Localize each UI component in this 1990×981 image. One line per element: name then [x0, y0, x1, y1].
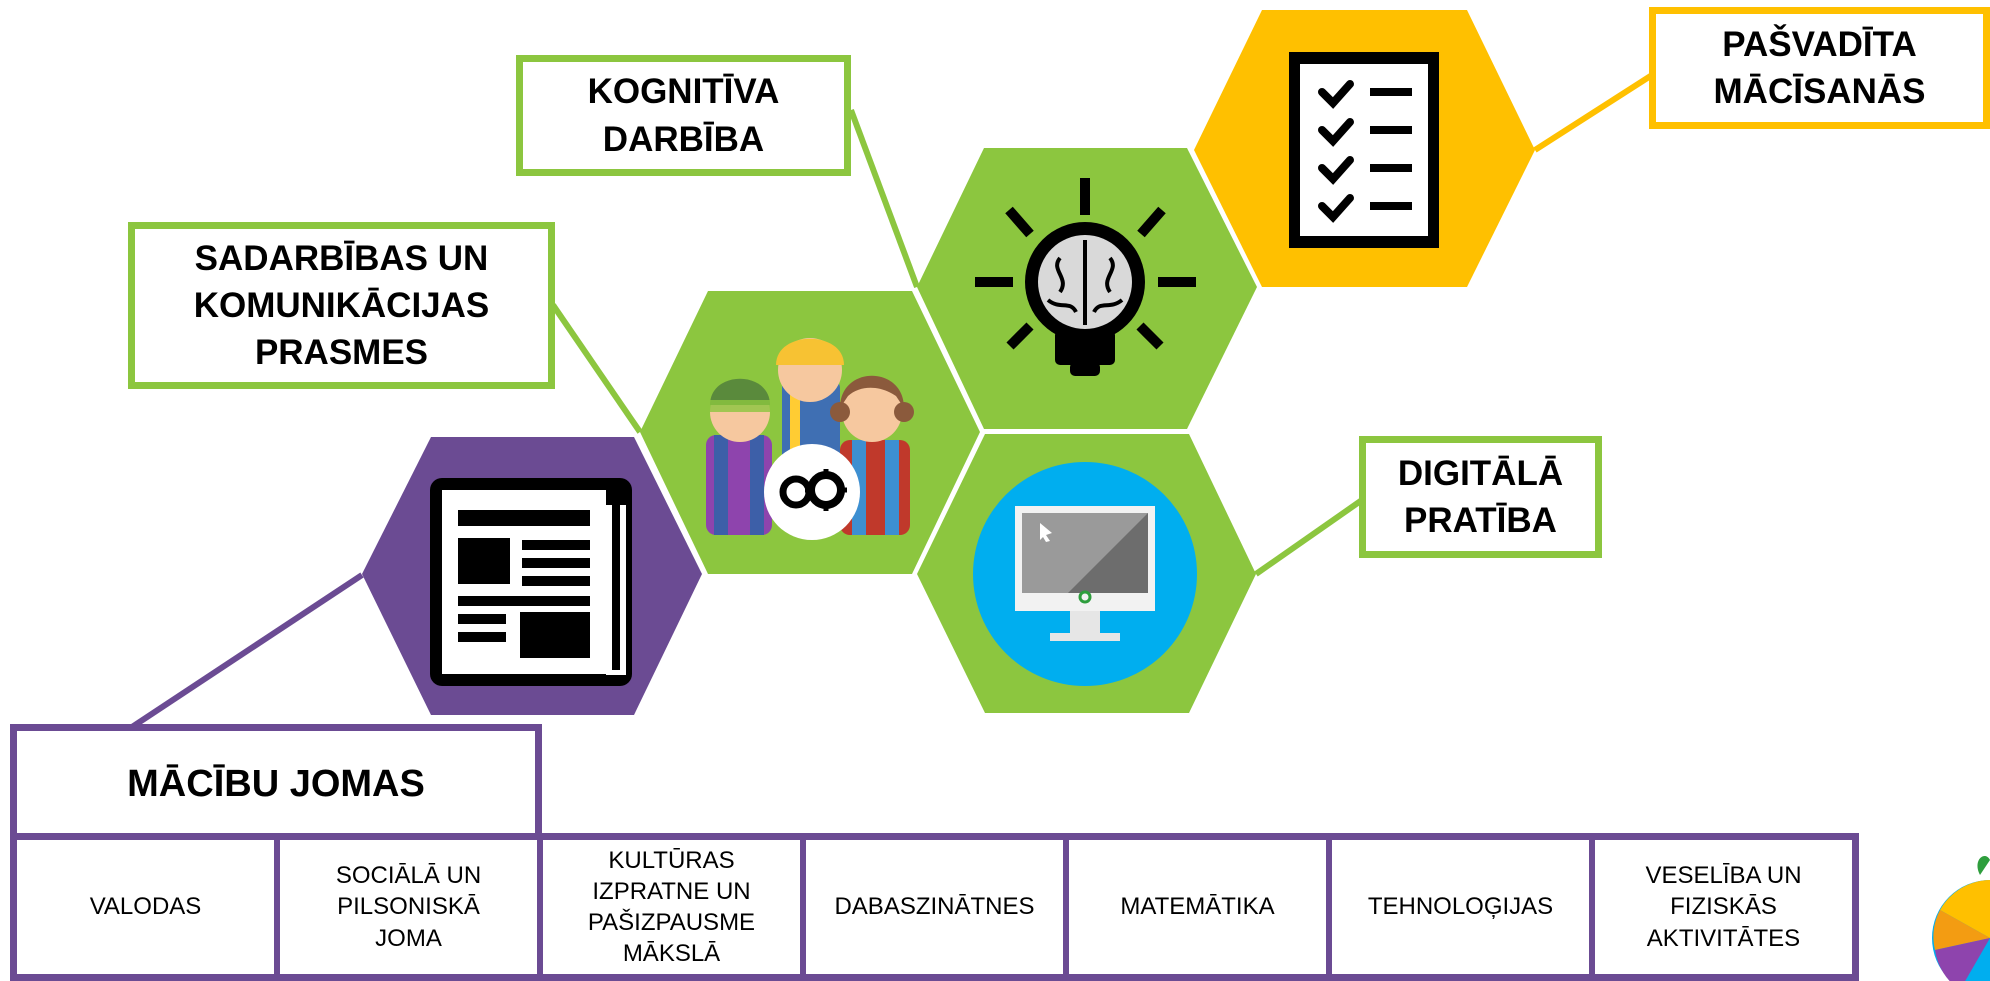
label-line: KOGNITĪVA — [587, 72, 780, 112]
subject-line: KULTŪRAS — [608, 846, 735, 874]
connector-learning-areas — [130, 572, 364, 730]
newspaper-icon — [430, 478, 632, 686]
subject-cell: VESELĪBA UN FIZISKĀS AKTIVITĀTES — [1589, 840, 1852, 974]
subject-cell: MATEMĀTIKA — [1063, 840, 1326, 974]
checklist-icon — [1289, 52, 1439, 248]
subject-line: AKTIVITĀTES — [1646, 924, 1801, 952]
subject-cell: VALODAS — [17, 840, 274, 974]
label-line: PRATĪBA — [1404, 501, 1557, 540]
label-line: DARBĪBA — [602, 119, 765, 159]
subject-cell: SOCIĀLĀ UN PILSONISKĀ JOMA — [274, 840, 537, 974]
connector-collaboration — [550, 303, 643, 434]
subjects-table: VALODAS SOCIĀLĀ UN PILSONISKĀ JOMA KULTŪ… — [10, 833, 1859, 981]
label-line: PAŠVADĪTA — [1722, 24, 1917, 64]
subject-cell: KULTŪRAS IZPRATNE UN PAŠIZPAUSME MĀKSLĀ — [537, 840, 800, 974]
connector-cognitive — [848, 108, 920, 289]
subject-line: IZPRATNE UN — [592, 877, 751, 905]
computer-monitor-icon — [973, 462, 1197, 686]
subject-line: MĀKSLĀ — [622, 940, 721, 968]
label-line: PRASMES — [254, 333, 429, 373]
label-line: SADARBĪBAS UN — [194, 238, 489, 278]
subject-line: JOMA — [375, 924, 442, 952]
subject-cell: TEHNOLOĢIJAS — [1326, 840, 1589, 974]
label-self-directed-learning: PAŠVADĪTA MĀCĪSANĀS — [1649, 7, 1990, 129]
corner-logo — [1932, 855, 1990, 981]
subject-line: DABASZINĀTNES — [834, 893, 1035, 921]
subject-line: PILSONISKĀ — [337, 893, 480, 921]
label-cognitive-activity: KOGNITĪVA DARBĪBA — [516, 55, 851, 176]
subject-line: PAŠIZPAUSME — [587, 909, 756, 936]
subject-cell: DABASZINĀTNES — [800, 840, 1063, 974]
label-collaboration-skills: SADARBĪBAS UN KOMUNIKĀCIJAS PRASMES — [128, 222, 555, 389]
subject-line: SOCIĀLĀ UN — [335, 862, 482, 890]
connector-self-directed — [1533, 72, 1654, 153]
subject-line: VALODAS — [89, 893, 202, 921]
subject-line: MATEMĀTIKA — [1120, 893, 1275, 921]
subject-line: TEHNOLOĢIJAS — [1367, 893, 1554, 921]
label-digital-literacy: DIGITĀLĀ PRATĪBA — [1359, 436, 1602, 558]
connector-digital — [1254, 497, 1364, 577]
label-line: DIGITĀLĀ — [1397, 453, 1564, 493]
learning-areas-title: MĀCĪBU JOMAS — [10, 724, 542, 838]
team-gears-icon — [706, 338, 914, 540]
lightbulb-brain-icon — [975, 178, 1196, 376]
label-line: MĀCĪSANĀS — [1713, 72, 1926, 111]
label-line: KOMUNIKĀCIJAS — [193, 285, 490, 325]
subject-line: VESELĪBA UN — [1645, 862, 1802, 890]
subject-line: FIZISKĀS — [1670, 893, 1777, 921]
